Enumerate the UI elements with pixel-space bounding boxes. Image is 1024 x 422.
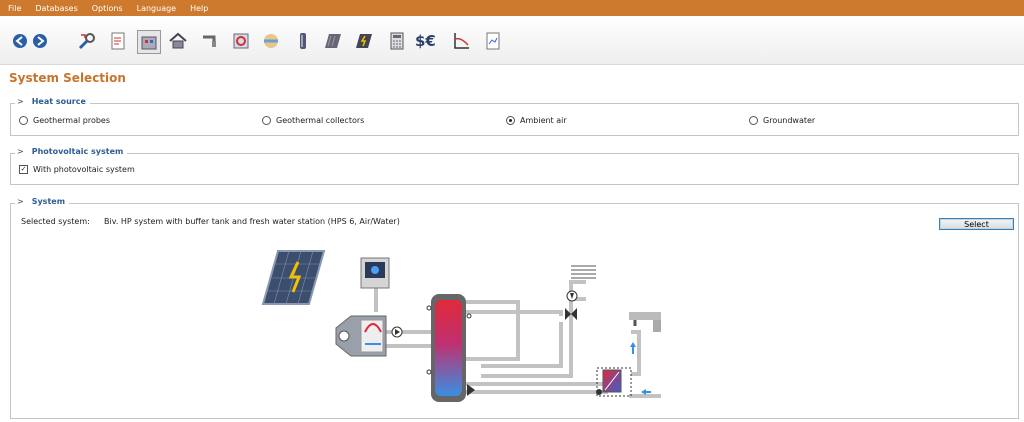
report-icon (486, 32, 500, 50)
house-button[interactable] (167, 30, 189, 52)
photovoltaic-group: > Photovoltaic system ✓ With photovoltai… (10, 147, 1019, 185)
heat-source-title: Heat source (31, 97, 86, 106)
storage-button[interactable] (292, 30, 314, 52)
photovoltaic-title: Photovoltaic system (31, 147, 124, 156)
calculator-button[interactable] (386, 30, 408, 52)
radio-button-icon (19, 116, 28, 125)
tap-button[interactable] (199, 30, 221, 52)
selected-system-value: Biv. HP system with buffer tank and fres… (104, 217, 400, 226)
economics-button[interactable]: $€ (414, 30, 442, 52)
radio-label: Ambient air (520, 116, 567, 125)
heat-pump-button[interactable] (230, 30, 252, 52)
heat-source-legend[interactable]: > Heat source (15, 97, 90, 106)
radio-groundwater[interactable]: Groundwater (749, 116, 815, 125)
report-button[interactable] (482, 30, 504, 52)
heat-pump-icon (233, 33, 249, 49)
solar-collector-icon (325, 34, 341, 48)
ground-button[interactable] (260, 30, 282, 52)
radio-label: Geothermal collectors (276, 116, 365, 125)
select-button[interactable]: Select (939, 218, 1014, 230)
project-data-button[interactable] (76, 30, 98, 52)
chevron-right-icon: > (17, 197, 24, 206)
boiler (360, 257, 390, 289)
radio-label: Groundwater (763, 116, 816, 125)
menu-databases[interactable]: Databases (35, 3, 78, 13)
radio-ambient-air[interactable]: Ambient air (506, 116, 567, 125)
menu-help[interactable]: Help (190, 3, 209, 13)
menu-language[interactable]: Language (136, 3, 177, 13)
toolbar: $€ (0, 16, 1024, 65)
tap-icon (203, 35, 216, 47)
pv-checkbox-label: With photovoltaic system (33, 165, 135, 174)
chevron-right-icon: > (17, 97, 24, 106)
chevron-right-icon: > (17, 147, 24, 156)
pv-checkbox[interactable]: ✓ With photovoltaic system (19, 165, 135, 174)
radio-label: Geothermal probes (33, 116, 111, 125)
back-button[interactable] (9, 30, 31, 52)
radio-button-icon (749, 116, 758, 125)
radio-geothermal-probes[interactable]: Geothermal probes (19, 116, 110, 125)
heating-circuit (565, 265, 596, 320)
forward-icon (33, 34, 47, 48)
heat-source-group: > Heat source Geothermal probes Geotherm… (10, 97, 1019, 136)
menu-options[interactable]: Options (91, 3, 123, 13)
heat-pump (335, 315, 403, 357)
svg-text:$€: $€ (415, 32, 436, 50)
pv-panel (261, 250, 326, 305)
back-icon (13, 34, 27, 48)
radio-geothermal-collectors[interactable]: Geothermal collectors (262, 116, 364, 125)
document-icon (111, 32, 125, 50)
solar-collector-button[interactable] (322, 30, 344, 52)
pv-module-icon (356, 34, 372, 48)
system-diagram (261, 250, 661, 402)
document-button[interactable] (107, 30, 129, 52)
currency-icon: $€ (415, 32, 436, 50)
photovoltaic-legend[interactable]: > Photovoltaic system (15, 147, 128, 156)
buffer-tank (426, 294, 475, 402)
menu-file[interactable]: File (8, 3, 22, 13)
storage-tank-icon (300, 33, 306, 49)
page-title: System Selection (9, 71, 126, 85)
fresh-water-station (596, 367, 651, 397)
wrench-icon (78, 33, 95, 50)
menu-bar: File Databases Options Language Help (0, 0, 1024, 16)
forward-button[interactable] (29, 30, 51, 52)
hot-water-tap (629, 312, 661, 354)
graph-icon (454, 33, 469, 49)
selected-system-label: Selected system: (21, 217, 90, 226)
building-icon (141, 36, 157, 50)
graph-button[interactable] (450, 30, 472, 52)
calculator-icon (390, 32, 404, 50)
system-group: > System Selected system: Biv. HP system… (10, 197, 1019, 419)
building-button[interactable] (137, 30, 161, 54)
checkbox-checked-icon: ✓ (19, 165, 28, 174)
radio-button-selected-icon (506, 116, 515, 125)
system-legend[interactable]: > System (15, 197, 70, 206)
globe-icon (264, 34, 278, 48)
system-title: System (31, 197, 66, 206)
pv-module-button[interactable] (353, 30, 375, 52)
house-icon (169, 32, 187, 49)
radio-button-icon (262, 116, 271, 125)
